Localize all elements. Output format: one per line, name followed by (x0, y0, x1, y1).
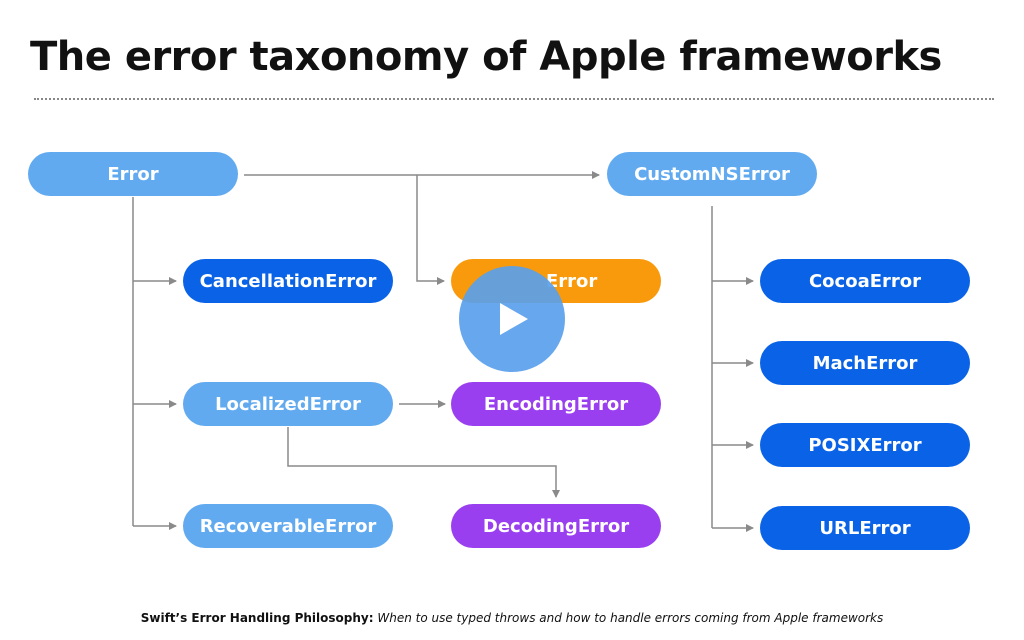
caption: Swift’s Error Handling Philosophy: When … (0, 611, 1024, 625)
node-localized-error: LocalizedError (183, 382, 393, 426)
node-encoding-error: EncodingError (451, 382, 661, 426)
node-cocoa-error: CocoaError (760, 259, 970, 303)
node-decoding-error: DecodingError (451, 504, 661, 548)
caption-italic: When to use typed throws and how to hand… (373, 611, 884, 625)
slide-title: The error taxonomy of Apple frameworks (30, 34, 942, 80)
node-mach-error: MachError (760, 341, 970, 385)
play-button[interactable] (459, 266, 565, 372)
node-url-error: URLError (760, 506, 970, 550)
play-icon (500, 303, 528, 335)
node-recoverable-error: RecoverableError (183, 504, 393, 548)
node-error: Error (28, 152, 238, 196)
node-posix-error: POSIXError (760, 423, 970, 467)
node-cancellation-error: CancellationError (183, 259, 393, 303)
connector-localized-decoding (287, 427, 560, 498)
node-custom-ns-error: CustomNSError (607, 152, 817, 196)
caption-bold: Swift’s Error Handling Philosophy: (140, 611, 374, 625)
connector-error-nserror (416, 175, 445, 285)
dotted-divider (34, 98, 994, 100)
